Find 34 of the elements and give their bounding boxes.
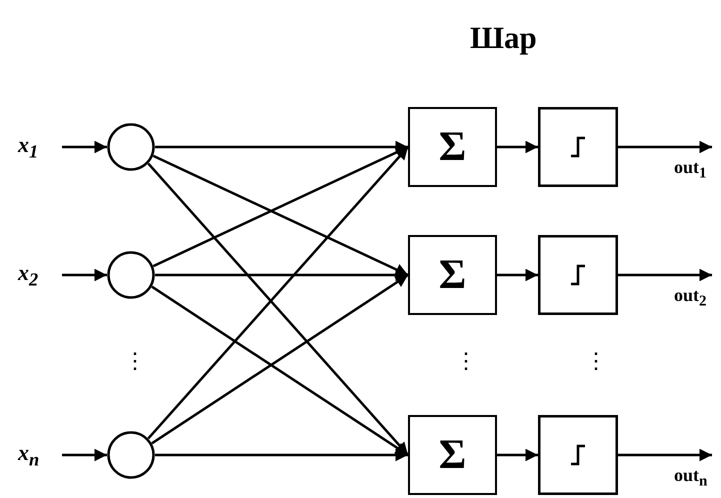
arrow xyxy=(618,268,712,282)
arrow xyxy=(155,140,408,154)
sigma-symbol: Σ xyxy=(438,126,466,168)
output-label: out$_{1}$ xyxy=(674,158,707,182)
arrow xyxy=(62,268,107,282)
summation-box xyxy=(408,107,497,187)
arrow xyxy=(497,268,538,282)
ellipsis-dots: ⋮ xyxy=(124,350,146,372)
input-label: x$_{n}$ xyxy=(18,440,40,470)
ellipsis-dots: ⋮ xyxy=(585,350,607,372)
activation-box xyxy=(538,415,618,495)
activation-box xyxy=(538,107,618,187)
diagram-title: Шар xyxy=(470,22,537,53)
output-label: out$_{n}$ xyxy=(674,466,708,490)
input-label: x$_{2}$ xyxy=(18,260,38,290)
sigma-symbol: Σ xyxy=(438,254,466,296)
arrow xyxy=(62,140,107,154)
summation-box xyxy=(408,415,497,495)
arrow xyxy=(62,448,107,462)
input-label: x$_{1}$ xyxy=(18,132,38,162)
arrow xyxy=(497,448,538,462)
summation-box xyxy=(408,235,497,315)
sigma-symbol: Σ xyxy=(438,434,466,476)
neuron-circle xyxy=(107,431,155,479)
activation-box xyxy=(538,235,618,315)
arrow xyxy=(155,268,408,282)
arrow xyxy=(497,140,538,154)
output-label: out$_{2}$ xyxy=(674,286,707,310)
neuron-circle xyxy=(107,123,155,171)
ellipsis-dots: ⋮ xyxy=(455,350,477,372)
arrow xyxy=(155,448,408,462)
neuron-circle xyxy=(107,251,155,299)
arrow xyxy=(618,448,712,462)
arrow xyxy=(618,140,712,154)
